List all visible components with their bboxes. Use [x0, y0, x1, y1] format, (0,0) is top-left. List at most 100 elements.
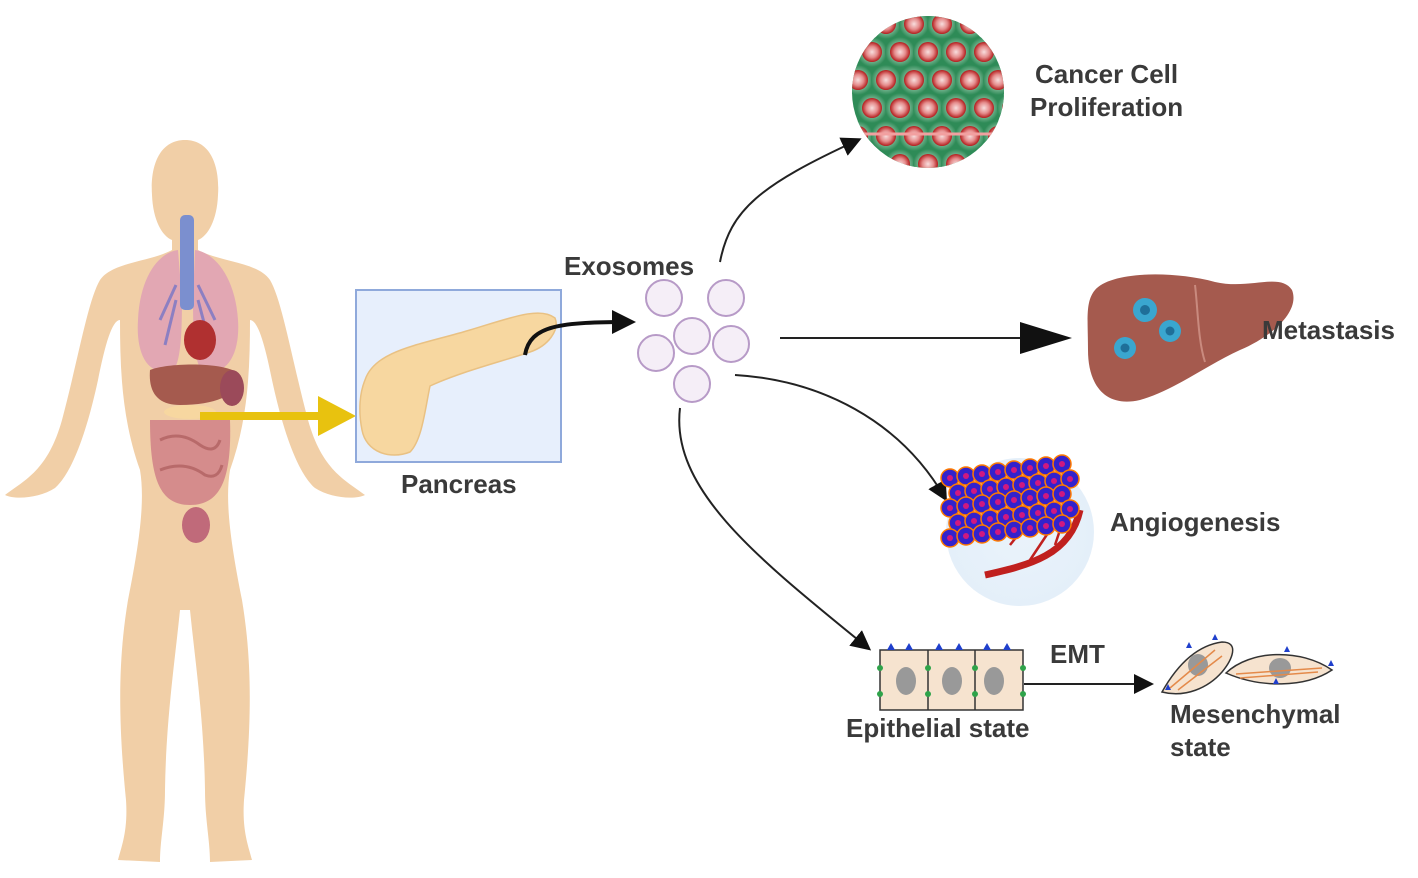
- cancer-cell: [1002, 98, 1004, 118]
- tumor-cell-nucleus: [1011, 527, 1017, 533]
- cancer-cell: [946, 154, 966, 168]
- metastasis-arrowhead: [1020, 322, 1072, 354]
- tissue-cell: [871, 16, 901, 39]
- cancer-cell: [918, 98, 938, 118]
- cancer-cell: [890, 98, 910, 118]
- cancer-cell: [904, 16, 924, 34]
- cancer-cell: [988, 70, 1004, 90]
- cancer-cell: [904, 126, 924, 146]
- cancer-cell: [876, 70, 896, 90]
- tissue-cell: [852, 16, 873, 39]
- tumor-cell-nucleus: [1043, 463, 1049, 469]
- tumor-cell-nucleus: [979, 531, 985, 537]
- tumor-cell-nucleus: [1067, 506, 1073, 512]
- tumor-cell-nucleus: [947, 535, 953, 541]
- tissue-cell: [955, 16, 985, 39]
- tissue-cell: [997, 93, 1004, 123]
- tumor-cell-nucleus: [1043, 523, 1049, 529]
- mesenchymal-label: Mesenchymal state: [1170, 699, 1341, 762]
- cancer-cell: [918, 154, 938, 168]
- tumor-cell-nucleus: [1027, 525, 1033, 531]
- cancer-cell: [946, 98, 966, 118]
- tumor-cell-nucleus: [955, 490, 961, 496]
- cancer-cell: [974, 154, 994, 168]
- exosomes-label: Exosomes: [564, 251, 695, 281]
- tumor-cell-nucleus: [1027, 495, 1033, 501]
- tumor-cell-nucleus: [963, 473, 969, 479]
- tumor-cell-nucleus: [1043, 493, 1049, 499]
- cancer-cell: [974, 42, 994, 62]
- tumor-cell-nucleus: [971, 518, 977, 524]
- tumor-cell-nucleus: [1011, 467, 1017, 473]
- yellow-arrow: [200, 396, 356, 436]
- tumor-cell-nucleus: [955, 520, 961, 526]
- epithelial-label: Epithelial state: [846, 713, 1030, 743]
- tumor-cell-nucleus: [963, 503, 969, 509]
- tissue-cell: [941, 149, 971, 168]
- tumor-cell-nucleus: [979, 471, 985, 477]
- tumor-vasculature-icon: [940, 454, 1094, 606]
- tumor-cell-nucleus: [1059, 461, 1065, 467]
- cancer-cell: [988, 16, 1004, 34]
- cancer-cell: [932, 16, 952, 34]
- cancer-cells-icon: [852, 16, 1004, 168]
- cancer-cell: [960, 126, 980, 146]
- tissue-cell: [852, 121, 873, 151]
- tumor-cell-nucleus: [971, 488, 977, 494]
- pancreas-to-exosomes-arrow: [523, 310, 636, 356]
- cancer-cell: [960, 16, 980, 34]
- tumor-cell-nucleus: [947, 475, 953, 481]
- cancer-cell: [890, 42, 910, 62]
- tumor-cell-nucleus: [995, 499, 1001, 505]
- cancer-cell: [876, 126, 896, 146]
- tumor-cell-nucleus: [1003, 514, 1009, 520]
- tissue-cell: [885, 149, 915, 168]
- pancreas-icon: [355, 289, 562, 463]
- tissue-cell: [969, 149, 999, 168]
- tumor-cell-nucleus: [1003, 484, 1009, 490]
- cancer-cell: [852, 70, 868, 90]
- cancer-cell: [946, 42, 966, 62]
- arrow-to-epithelial: [678, 407, 872, 651]
- liver-icon: [1087, 274, 1294, 402]
- exosome-cluster-icon: [637, 279, 750, 403]
- cancer-cell: [904, 70, 924, 90]
- tumor-cell-nucleus: [1051, 508, 1057, 514]
- tissue-cell: [857, 149, 887, 168]
- cancer-cell: [960, 70, 980, 90]
- mesenchymal-cells-icon: [1160, 634, 1334, 695]
- tumor-cell-nucleus: [1019, 482, 1025, 488]
- cancer-cell: [1002, 154, 1004, 168]
- tumor-cell-nucleus: [995, 529, 1001, 535]
- cancer-cell: [932, 70, 952, 90]
- tumor-cell-nucleus: [1027, 465, 1033, 471]
- tumor-cell-nucleus: [1067, 476, 1073, 482]
- epithelial-cells-icon: [877, 643, 1026, 711]
- arrow-to-proliferation: [719, 137, 862, 263]
- tumor-cell-nucleus: [1035, 510, 1041, 516]
- tumor-cell-nucleus: [995, 469, 1001, 475]
- tumor-cell-nucleus: [987, 486, 993, 492]
- cancer-cell: [852, 16, 868, 34]
- cancer-cell: [862, 154, 882, 168]
- cancer-cell: [1002, 42, 1004, 62]
- cancer-cell: [918, 42, 938, 62]
- tissue-cell: [983, 121, 1004, 151]
- tumor-cell-nucleus: [979, 501, 985, 507]
- proliferation-label: Cancer Cell Proliferation: [1030, 59, 1184, 122]
- cancer-cell: [876, 16, 896, 34]
- tumor-cell-nucleus: [1035, 480, 1041, 486]
- arrow-to-angiogenesis: [734, 374, 948, 502]
- pancreas-label: Pancreas: [401, 469, 517, 499]
- cancer-cell: [862, 42, 882, 62]
- tumor-cell-nucleus: [1011, 497, 1017, 503]
- tumor-cell-nucleus: [1019, 512, 1025, 518]
- tumor-cell-nucleus: [987, 516, 993, 522]
- cancer-cell: [988, 126, 1004, 146]
- tumor-cell-nucleus: [1059, 491, 1065, 497]
- tumor-cell-nucleus: [1059, 521, 1065, 527]
- cancer-cell: [862, 98, 882, 118]
- emt-label: EMT: [1050, 639, 1105, 669]
- outcome-arrows: [678, 137, 1040, 651]
